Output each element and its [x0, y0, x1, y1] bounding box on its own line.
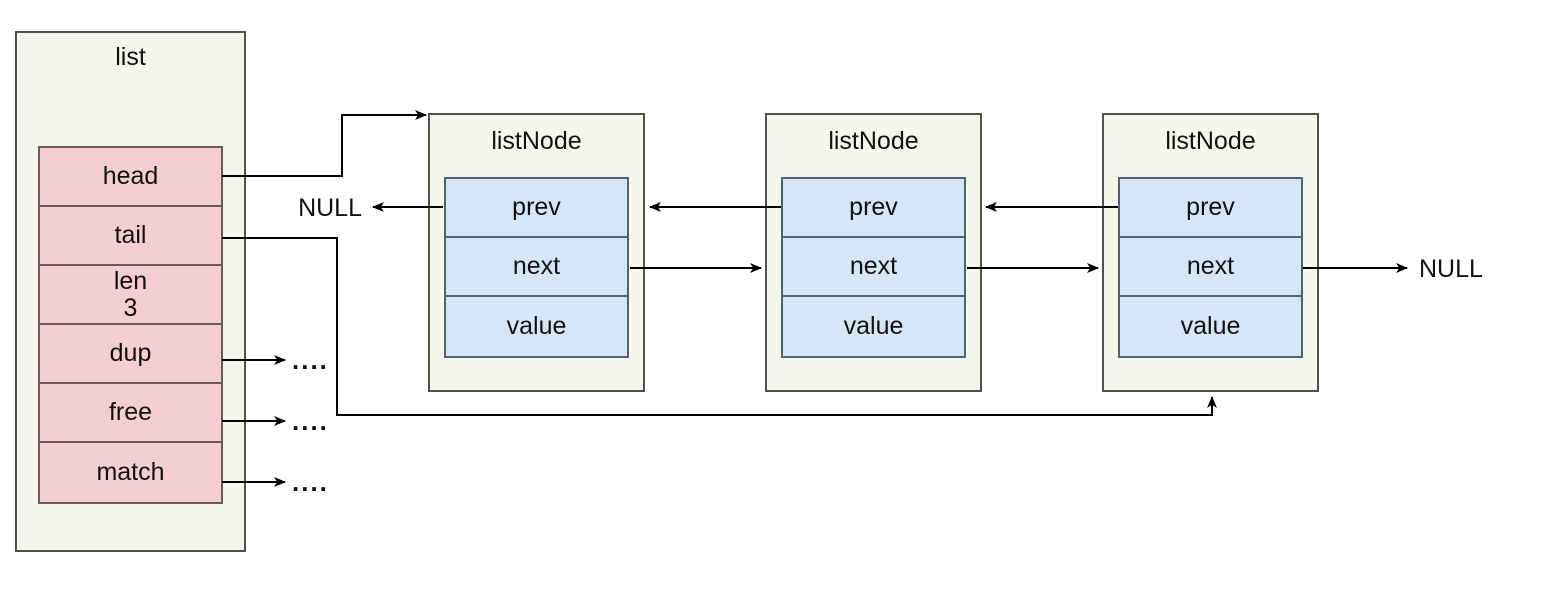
- listnode-2-field-next: next: [783, 238, 964, 297]
- null-label-right: NULL: [1419, 255, 1483, 283]
- list-struct-box: list head tail len 3 dup free: [15, 31, 246, 552]
- list-field-head-label: head: [102, 162, 159, 190]
- listnode-2-field-value: value: [783, 297, 964, 356]
- listnode-box-3: listNode prev next value: [1102, 113, 1319, 392]
- arrow-head-to-node1: [222, 110, 427, 177]
- list-field-match-label: match: [96, 458, 165, 486]
- listnode-2-title: listNode: [828, 127, 919, 155]
- listnode-2-field-table: prev next value: [781, 177, 966, 358]
- list-field-free-label: free: [108, 398, 153, 426]
- listnode-1-title: listNode: [491, 127, 582, 155]
- listnode-1-field-value: value: [446, 297, 627, 356]
- free-dots-label: ....: [292, 406, 329, 436]
- list-field-tail-label: tail: [114, 221, 147, 249]
- list-field-tail: tail: [40, 207, 221, 266]
- list-field-match: match: [40, 443, 221, 502]
- match-dots-label: ....: [292, 467, 329, 497]
- listnode-2-field-prev: prev: [783, 179, 964, 238]
- list-field-table: head tail len 3 dup free match: [38, 146, 223, 504]
- listnode-box-1: listNode prev next value: [428, 113, 645, 392]
- dup-dots-label: ....: [292, 345, 329, 375]
- listnode-3-field-table: prev next value: [1118, 177, 1303, 358]
- list-field-len: len 3: [40, 266, 221, 325]
- list-struct-title: list: [115, 43, 146, 71]
- listnode-3-field-next: next: [1120, 238, 1301, 297]
- list-field-dup-label: dup: [109, 339, 152, 367]
- list-field-dup: dup: [40, 325, 221, 384]
- listnode-1-field-table: prev next value: [444, 177, 629, 358]
- list-field-len-label: len: [113, 266, 148, 295]
- list-field-head: head: [40, 148, 221, 207]
- listnode-1-field-prev: prev: [446, 179, 627, 238]
- listnode-3-field-value: value: [1120, 297, 1301, 356]
- listnode-box-2: listNode prev next value: [765, 113, 982, 392]
- arrow-tail-to-node3: [222, 237, 1217, 416]
- listnode-1-field-next: next: [446, 238, 627, 297]
- list-field-free: free: [40, 384, 221, 443]
- null-label-left: NULL: [298, 194, 362, 222]
- listnode-3-title: listNode: [1165, 127, 1256, 155]
- list-field-len-value: 3: [123, 293, 138, 322]
- listnode-3-field-prev: prev: [1120, 179, 1301, 238]
